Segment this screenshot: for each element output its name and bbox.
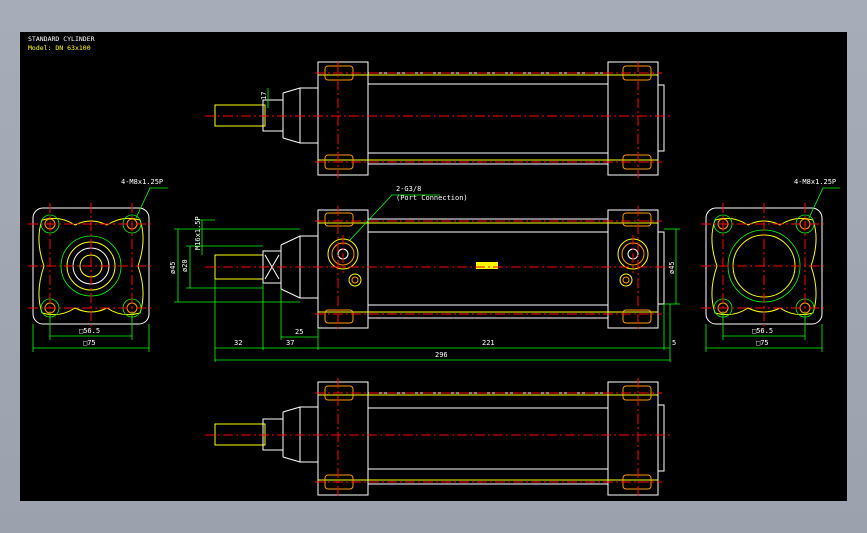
bottom-view <box>205 378 672 498</box>
cad-viewport[interactable]: .o { stroke:#ffffff; fill:none; stroke-w… <box>20 32 847 501</box>
drawing-title: STANDARD CYLINDER <box>28 35 95 43</box>
dim-37: 37 <box>286 339 294 347</box>
dim-25: 25 <box>295 328 303 336</box>
dim-5: 5 <box>672 339 676 347</box>
right-dim-inner: □56.5 <box>752 327 773 335</box>
top-view: 17 <box>205 61 672 178</box>
dim-body-left: ø45 <box>169 261 177 274</box>
left-end-view: 4-M8x1.25P □56.5 □75 <box>28 178 168 352</box>
left-dim-inner: □56.5 <box>79 327 100 335</box>
dim-296: 296 <box>435 351 448 359</box>
drawing-model: Model: DN 63x100 <box>28 44 91 52</box>
port-note: 2-G3/8 <box>396 185 421 193</box>
dim-221: 221 <box>482 339 495 347</box>
left-dim-outer: □75 <box>83 339 96 347</box>
right-dim-outer: □75 <box>756 339 769 347</box>
dim-body-right: ø45 <box>668 261 676 274</box>
cad-drawing: .o { stroke:#ffffff; fill:none; stroke-w… <box>28 35 840 498</box>
port-note-sub: (Port Connection) <box>396 194 468 202</box>
right-end-view: 4-M8x1.25P □56.5 □75 <box>701 178 840 352</box>
left-thread-note: 4-M8x1.25P <box>121 178 163 186</box>
dim-thread: M16x1.5P <box>194 216 202 250</box>
dim-rod: ø20 <box>181 259 189 272</box>
dim-32: 32 <box>234 339 242 347</box>
right-thread-note: 4-M8x1.25P <box>794 178 836 186</box>
dim-17: 17 <box>260 92 268 100</box>
front-view: 2-G3/8 (Port Connection) ø45 ø20 M16x1.5… <box>169 185 680 362</box>
